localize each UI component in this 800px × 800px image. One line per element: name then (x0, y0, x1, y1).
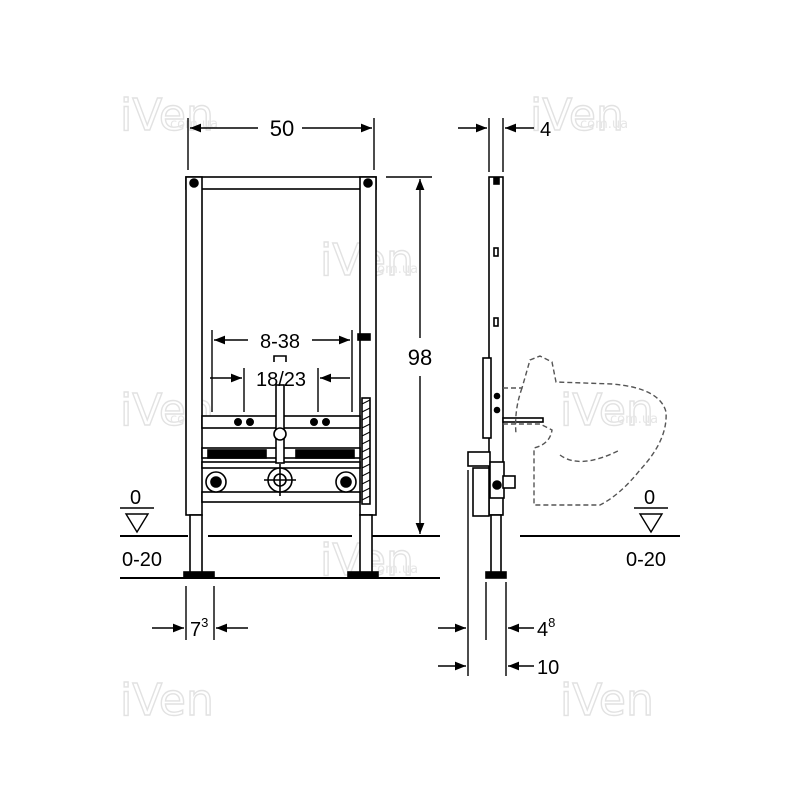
dim-connection-center: 18/23 (256, 369, 306, 391)
dim-foot-width: 73 (190, 615, 208, 641)
floor-level-right: 0 (644, 487, 655, 509)
watermark-domain: com.ua (370, 262, 418, 277)
watermark-domain: com.ua (370, 562, 418, 577)
watermark-domain: com.ua (580, 117, 628, 132)
dim-frame-width: 50 (270, 116, 294, 141)
dimension-lines (152, 118, 534, 676)
front-frame (183, 176, 379, 579)
side-frame (467, 176, 544, 579)
watermark-brand: iVen (530, 90, 624, 141)
watermark-brand: iVen (120, 675, 214, 726)
watermark-brand: iVen (120, 90, 214, 141)
watermark-brand: iVen (560, 385, 654, 436)
floor-range-right: 0-20 (626, 549, 666, 571)
dim-side-depth-bottom: 48 (537, 615, 555, 641)
dim-side-total-depth: 10 (537, 657, 559, 679)
watermark-brand: iVen (560, 675, 654, 726)
dim-side-depth-top: 4 (540, 119, 551, 141)
level-markers (120, 507, 668, 534)
floor-level-left: 0 (130, 487, 141, 509)
watermark-domain: com.ua (610, 412, 658, 427)
dim-frame-height: 98 (408, 345, 432, 370)
bidet-outline (503, 355, 667, 506)
watermark-domain: com.ua (170, 117, 218, 132)
dim-connection-spacing: 8-38 (260, 331, 300, 353)
floor-range-left: 0-20 (122, 549, 162, 571)
side-hatch (361, 399, 371, 501)
